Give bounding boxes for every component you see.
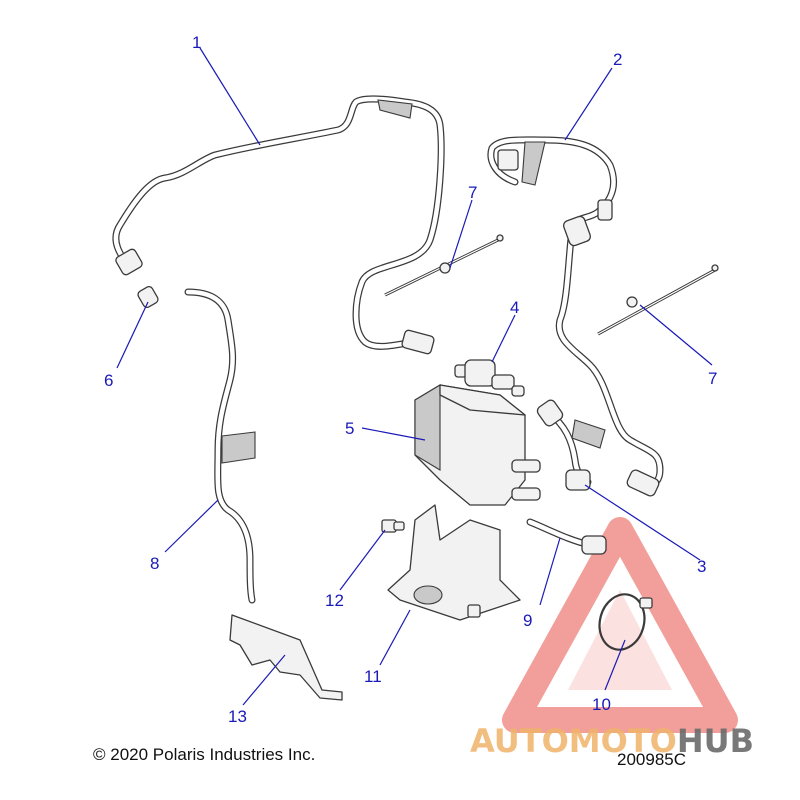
watermark-logo <box>502 517 738 733</box>
part-6-fitting <box>137 286 159 308</box>
callout-5: 5 <box>345 419 354 438</box>
callout-13: 13 <box>228 707 247 726</box>
watermark-auto: AUTO <box>470 722 569 760</box>
part-13-bracket-plate <box>229 614 343 701</box>
callout-7a: 7 <box>468 183 477 202</box>
leader-lines <box>116 47 713 706</box>
callout-7b: 7 <box>708 369 717 388</box>
part-8-vent-line <box>184 288 256 604</box>
callout-9: 9 <box>523 611 532 630</box>
part-1-vent-line <box>112 95 445 355</box>
callout-12: 12 <box>325 591 344 610</box>
diagram-code: 200985C <box>617 750 686 769</box>
part-7-cable-ties <box>384 234 719 336</box>
part-9-hose <box>526 518 607 555</box>
callout-3: 3 <box>697 557 706 576</box>
callout-11: 11 <box>364 667 382 686</box>
part-12-bolt <box>381 519 405 533</box>
part-4-valve <box>454 359 525 397</box>
part-11-bracket <box>387 504 521 621</box>
callout-1: 1 <box>192 33 201 52</box>
part-2-vent-line <box>487 136 664 497</box>
callout-8: 8 <box>150 554 159 573</box>
watermark-hub: HUB <box>677 722 754 760</box>
callout-10: 10 <box>592 695 611 714</box>
callout-2: 2 <box>613 50 622 69</box>
part-5-canister <box>414 384 541 506</box>
part-10-clamp <box>598 593 653 651</box>
callout-6: 6 <box>104 371 113 390</box>
watermark-text: AUTOMOTOHUB <box>470 722 754 760</box>
callout-4: 4 <box>510 298 519 317</box>
watermark-moto: MOTO <box>569 722 677 760</box>
part-3-hose <box>536 399 606 491</box>
copyright-text: © 2020 Polaris Industries Inc. <box>93 745 315 764</box>
